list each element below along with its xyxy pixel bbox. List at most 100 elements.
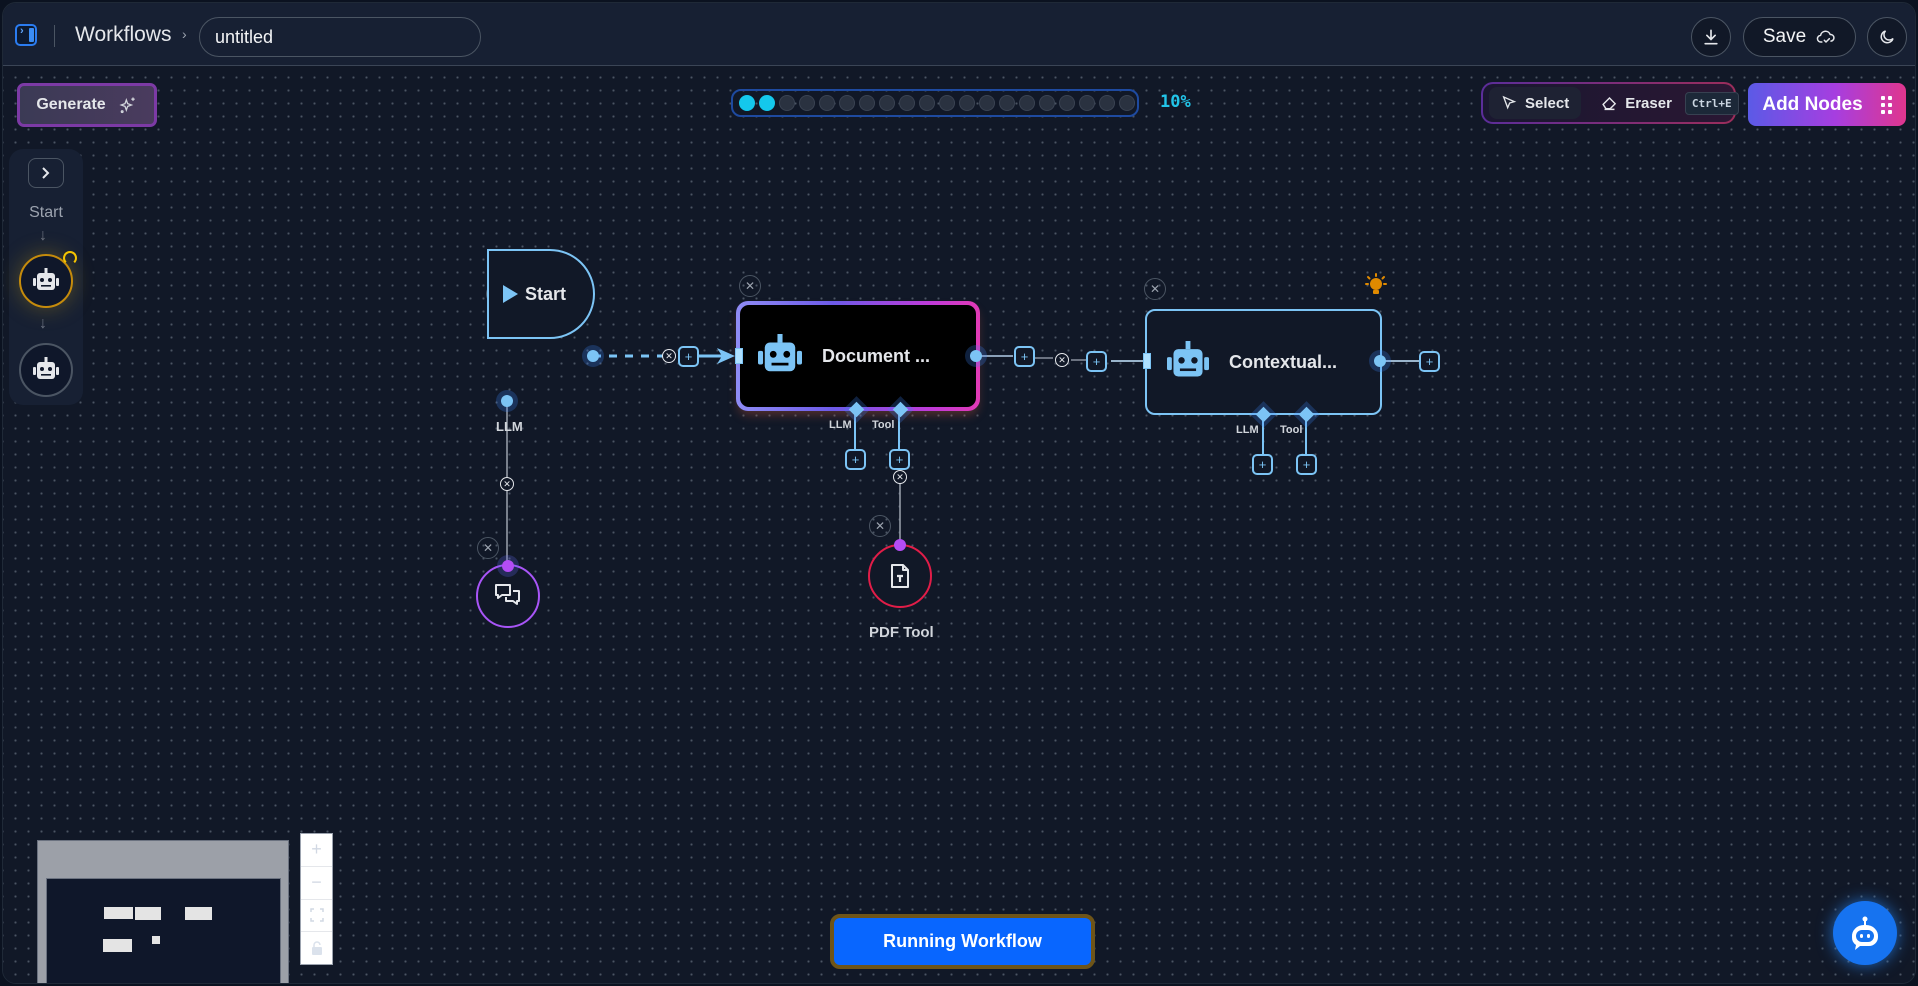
progress-step-complete	[739, 95, 755, 111]
pdf-tool-handle[interactable]	[894, 539, 906, 551]
insert-node-button[interactable]: +	[678, 346, 699, 367]
progress-step-pending	[939, 95, 955, 111]
minimap-node	[185, 907, 212, 920]
progress-step-pending	[979, 95, 995, 111]
sidebar-step-pending[interactable]	[19, 343, 73, 397]
robot-icon	[33, 357, 59, 379]
contextual-output-handle[interactable]	[1374, 355, 1386, 367]
delete-edge-icon[interactable]: ✕	[1055, 353, 1069, 367]
progress-step-pending	[959, 95, 975, 111]
theme-toggle-button[interactable]	[1867, 17, 1907, 57]
add-llm-button[interactable]: +	[845, 449, 866, 470]
minimap-viewport[interactable]	[46, 878, 281, 983]
chat-model-node[interactable]	[476, 564, 540, 628]
download-icon	[1704, 29, 1718, 45]
workflow-canvas[interactable]: Generate 10% Select Eraser Ctrl+E Add No…	[3, 67, 1915, 983]
progress-step-pending	[839, 95, 855, 111]
delete-chat-node-button[interactable]: ✕	[477, 537, 499, 559]
expand-sidebar-button[interactable]	[28, 158, 64, 188]
document-agent-node[interactable]: Document ...	[736, 301, 980, 411]
start-llm-label: LLM	[496, 419, 523, 434]
document-llm-label: LLM	[829, 419, 852, 431]
sidebar-step-running[interactable]	[19, 251, 77, 308]
panel-toggle-icon[interactable]: ›	[15, 24, 37, 46]
workflow-name-input[interactable]	[199, 17, 481, 57]
minimap-node	[103, 939, 132, 952]
start-output-handle[interactable]	[587, 350, 599, 362]
cloud-check-icon	[1816, 30, 1835, 43]
add-tool-button[interactable]: +	[1296, 454, 1317, 475]
start-node[interactable]: Start	[487, 249, 595, 339]
arrow-down-icon: ↓	[39, 227, 47, 244]
progress-percent: 10%	[1160, 92, 1191, 112]
contextual-input-handle[interactable]	[1143, 353, 1151, 369]
select-label: Select	[1525, 94, 1570, 112]
document-input-handle[interactable]	[735, 348, 743, 364]
breadcrumb-workflows[interactable]: Workflows	[75, 23, 172, 46]
insert-node-button[interactable]: +	[1014, 346, 1035, 367]
start-llm-handle[interactable]	[501, 395, 513, 407]
delete-edge-icon[interactable]: ✕	[893, 470, 907, 484]
minimap-node	[152, 936, 160, 944]
chat-bubbles-icon	[495, 584, 520, 605]
progress-step-pending	[1059, 95, 1075, 111]
add-llm-button[interactable]: +	[1252, 454, 1273, 475]
progress-step-pending	[1099, 95, 1115, 111]
save-button[interactable]: Save	[1743, 17, 1856, 57]
document-output-handle[interactable]	[970, 350, 982, 362]
moon-icon	[1880, 30, 1894, 44]
play-icon	[503, 285, 518, 303]
lock-button[interactable]	[301, 932, 332, 964]
cursor-icon	[1502, 95, 1517, 110]
delete-document-node-button[interactable]: ✕	[739, 275, 761, 297]
eraser-icon	[1602, 97, 1617, 111]
top-bar: › Workflows › Save	[3, 3, 1915, 66]
delete-contextual-node-button[interactable]: ✕	[1144, 278, 1166, 300]
sidebar-start-label: Start	[29, 204, 63, 221]
download-button[interactable]	[1691, 17, 1731, 57]
document-agent-title: Document ...	[822, 345, 931, 366]
robot-icon	[1167, 341, 1209, 377]
canvas-tool-group: Select Eraser Ctrl+E	[1481, 82, 1739, 124]
progress-step-pending	[999, 95, 1015, 111]
zoom-in-button[interactable]: +	[301, 834, 332, 867]
start-node-label: Start	[525, 283, 567, 304]
lock-icon	[311, 941, 322, 956]
contextual-tool-label: Tool	[1280, 424, 1303, 436]
generate-label: Generate	[36, 96, 106, 113]
progress-step-pending	[1039, 95, 1055, 111]
contextual-llm-label: LLM	[1236, 424, 1259, 436]
progress-step-pending	[1079, 95, 1095, 111]
workflow-progress-bar	[731, 89, 1139, 117]
select-tool-button[interactable]: Select	[1489, 87, 1582, 119]
lightbulb-icon[interactable]	[1365, 273, 1387, 297]
pdf-tool-node[interactable]	[868, 544, 932, 608]
execution-sidebar: Start ↓ ↓	[9, 149, 83, 405]
add-nodes-button[interactable]: Add Nodes	[1748, 83, 1906, 126]
chat-model-handle[interactable]	[502, 560, 514, 572]
document-tool-label: Tool	[872, 419, 895, 431]
insert-node-button[interactable]: +	[1086, 351, 1107, 372]
minimap[interactable]	[37, 840, 289, 983]
assistant-chat-button[interactable]	[1833, 901, 1897, 965]
contextual-agent-node[interactable]: Contextual...	[1145, 309, 1382, 415]
fit-view-button[interactable]	[301, 900, 332, 933]
eraser-tool-button[interactable]: Eraser Ctrl+E	[1601, 91, 1739, 115]
insert-node-button[interactable]: +	[1419, 351, 1440, 372]
delete-edge-icon[interactable]: ✕	[500, 477, 514, 491]
delete-pdf-tool-button[interactable]: ✕	[869, 515, 891, 537]
add-tool-button[interactable]: +	[889, 449, 910, 470]
chatbot-icon	[1851, 916, 1879, 950]
fit-view-icon	[309, 908, 324, 923]
delete-edge-icon[interactable]: ✕	[662, 349, 676, 363]
save-label: Save	[1762, 26, 1807, 47]
generate-button[interactable]: Generate	[17, 83, 157, 127]
document-agent-body: Document ...	[740, 305, 976, 407]
zoom-out-button[interactable]: −	[301, 867, 332, 900]
run-workflow-button[interactable]: Running Workflow	[830, 914, 1095, 969]
pdf-tool-label: PDF Tool	[869, 624, 934, 641]
divider	[54, 25, 55, 47]
progress-step-pending	[879, 95, 895, 111]
contextual-agent-title: Contextual...	[1229, 351, 1338, 372]
eraser-label: Eraser	[1625, 94, 1672, 112]
